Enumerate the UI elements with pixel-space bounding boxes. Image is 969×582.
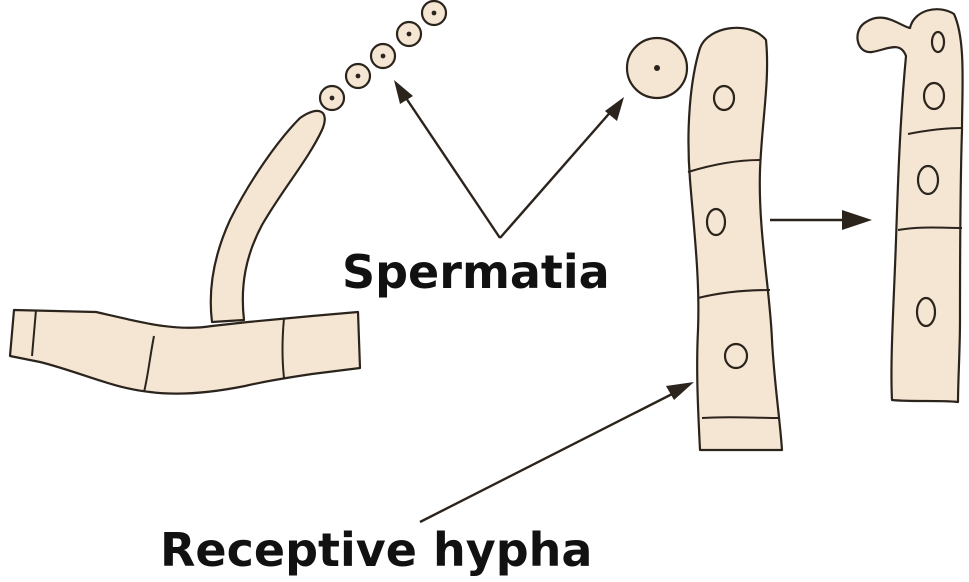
- arrowhead: [605, 97, 624, 121]
- arrows: [394, 80, 872, 522]
- fused-hypha: [857, 9, 962, 402]
- label-receptive-hypha: Receptive hypha: [160, 523, 592, 577]
- attached-spermatium: [627, 38, 687, 98]
- septum: [702, 417, 780, 418]
- arrow-to-spermatia-chain: [402, 92, 500, 238]
- receptive-hypha-cell: [688, 28, 782, 450]
- arrowhead: [666, 382, 694, 400]
- nucleus: [707, 209, 725, 235]
- nucleus: [917, 298, 935, 326]
- spermatium-nucleus: [381, 54, 386, 59]
- spermatium-nucleus: [330, 96, 335, 101]
- spermatium-nucleus: [654, 65, 660, 71]
- spermatium-nucleus: [407, 32, 412, 37]
- arrowhead: [842, 210, 872, 230]
- nucleus: [714, 86, 734, 110]
- arrowhead: [394, 80, 413, 104]
- arrow-to-attached-spermatium: [500, 108, 614, 238]
- spermatiophore-hypha: [10, 111, 360, 394]
- label-spermatia: Spermatia: [342, 245, 610, 299]
- hypha-branch: [211, 111, 325, 322]
- receptive-hypha: [688, 28, 782, 450]
- nucleus: [918, 166, 938, 194]
- nucleus: [725, 344, 747, 368]
- arrow-to-receptive-hypha: [420, 390, 680, 522]
- spermatium-nucleus: [432, 11, 437, 16]
- nucleus: [924, 83, 944, 109]
- spermatium-nucleus: [356, 74, 361, 79]
- nucleus: [932, 32, 944, 52]
- fused-hypha-outline: [857, 9, 962, 402]
- hypha-main: [10, 310, 360, 394]
- spermatia-chain: [320, 1, 446, 110]
